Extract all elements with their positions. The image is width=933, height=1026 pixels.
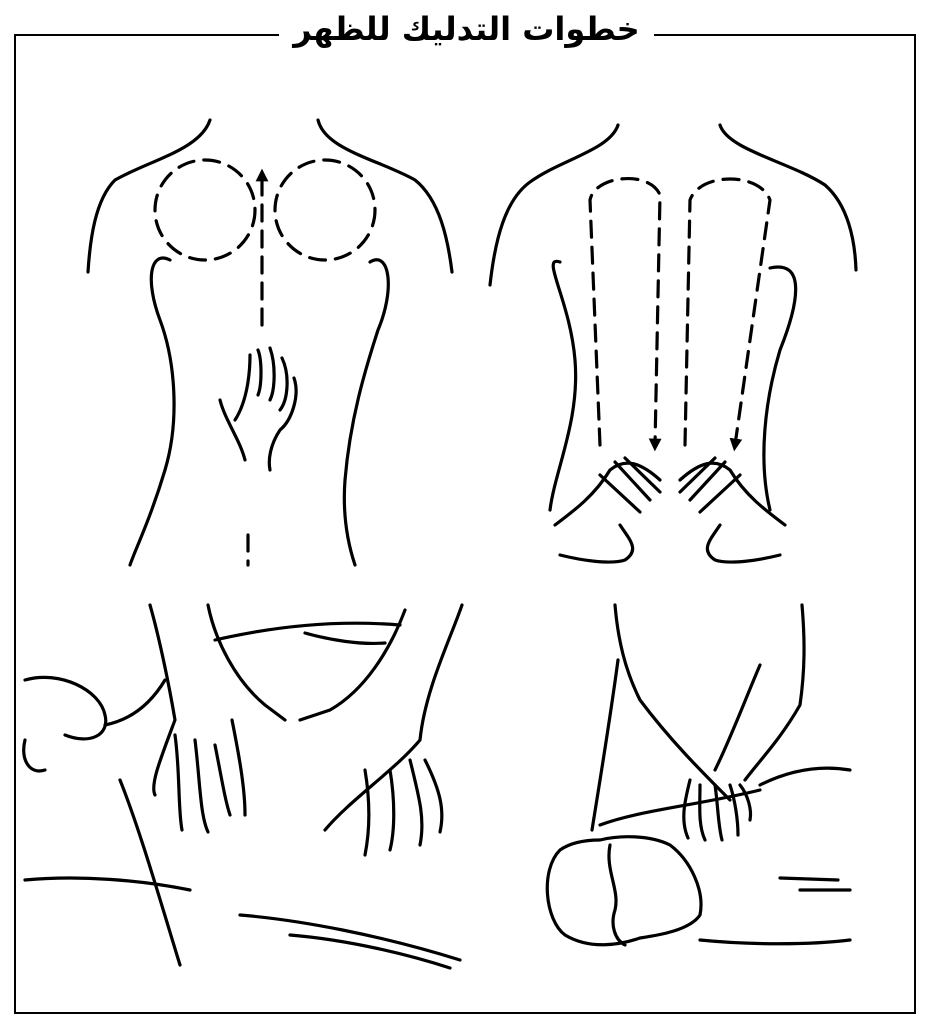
- lying-back-line-lower: [240, 915, 460, 968]
- second-lying-head: [547, 837, 701, 945]
- lying-neck-outline: [105, 680, 165, 725]
- right-side-outline: [344, 260, 388, 565]
- panel-bottom-right: [547, 605, 850, 945]
- back-right-side: [764, 267, 796, 510]
- panel-top-left: [88, 120, 452, 565]
- left-kneading-arm-hand: [150, 605, 285, 832]
- left-circle-stroke: [155, 160, 255, 260]
- panel-top-right: [490, 125, 856, 562]
- lying-back-line-upper: [215, 623, 400, 643]
- crossed-hands: [684, 780, 751, 840]
- right-shoulder-outline: [318, 120, 452, 272]
- lying-body-outline: [25, 780, 190, 965]
- crossed-left-arm: [592, 605, 730, 830]
- second-lying-body-base: [700, 940, 850, 944]
- back-right-loop: [685, 179, 770, 445]
- panel-bottom-left: [24, 605, 462, 968]
- back-left-hand: [555, 458, 660, 562]
- front-hand-outline: [220, 348, 296, 470]
- lying-head-outline: [24, 677, 106, 771]
- back-left-loop: [590, 179, 660, 445]
- left-shoulder-outline: [88, 120, 210, 272]
- second-lying-back: [600, 768, 850, 890]
- back-left-side: [550, 261, 576, 510]
- back-right-shoulder: [720, 125, 856, 270]
- left-side-outline: [130, 258, 174, 565]
- right-circle-stroke: [275, 160, 375, 260]
- crossed-right-arm: [715, 605, 804, 780]
